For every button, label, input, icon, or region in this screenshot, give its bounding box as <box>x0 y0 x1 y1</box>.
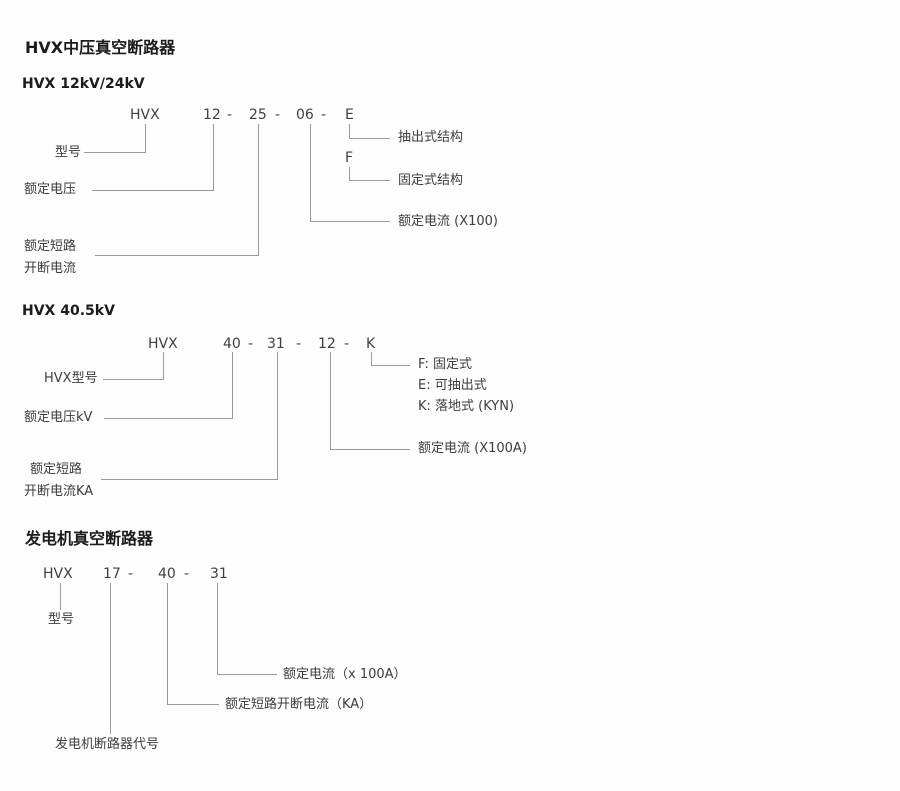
s2-leader-short-circuit-v <box>277 352 278 480</box>
s3-code-dash: - <box>128 566 134 582</box>
s2-option-floor-kyn: K: 落地式 (KYN) <box>418 399 515 414</box>
s3-leader-current-v <box>217 583 218 675</box>
s2-leader-voltage-v <box>232 352 233 419</box>
s3-leader-gen-v <box>110 583 111 734</box>
s3-code-current: 31 <box>210 566 228 582</box>
section-12-24kv-subtitle: HVX 12kV/24kV <box>22 76 145 92</box>
s1-leader-current-v <box>310 124 311 222</box>
s1-label-structure-e: 抽出式结构 <box>398 130 464 145</box>
s3-label-current: 额定电流（x 100A） <box>283 667 407 682</box>
s2-code-structure: K <box>366 336 376 352</box>
s2-leader-model-v <box>163 352 164 380</box>
s1-code-dash: - <box>275 107 281 123</box>
s2-code-short-circuit: 31 <box>267 336 285 352</box>
s1-code-model: HVX <box>130 107 160 123</box>
s1-leader-e-h <box>349 138 390 139</box>
section-generator-title: 发电机真空断路器 <box>25 529 154 548</box>
s1-code-short-circuit: 25 <box>249 107 267 123</box>
s3-leader-short-circuit-v <box>167 583 168 705</box>
s3-leader-short-circuit-h <box>167 704 219 705</box>
s2-label-voltage: 额定电压kV <box>24 410 93 425</box>
s2-code-voltage: 40 <box>223 336 241 352</box>
s2-leader-short-circuit-h <box>101 479 278 480</box>
s1-leader-f-v <box>349 167 350 181</box>
page-title: HVX中压真空断路器 <box>25 38 176 57</box>
s2-code-current: 12 <box>318 336 336 352</box>
s3-label-short-circuit: 额定短路开断电流（KA） <box>225 697 373 712</box>
s1-label-model: 型号 <box>55 145 82 160</box>
s2-code-dash: - <box>344 336 350 352</box>
s2-label-model: HVX型号 <box>44 371 98 386</box>
s3-code-model: HVX <box>43 566 73 582</box>
s1-leader-voltage-h <box>92 190 214 191</box>
s2-code-dash: - <box>296 336 302 352</box>
s1-leader-f-h <box>349 180 390 181</box>
s2-code-dash: - <box>248 336 254 352</box>
s3-label-model: 型号 <box>48 612 75 627</box>
s2-option-withdrawable: E: 可抽出式 <box>418 378 487 393</box>
s2-code-model: HVX <box>148 336 178 352</box>
s1-code-dash: - <box>321 107 327 123</box>
s1-code-structure-f: F <box>345 150 354 166</box>
s1-code-voltage: 12 <box>203 107 221 123</box>
s2-leader-current-h <box>330 449 410 450</box>
s2-label-current: 额定电流 (X100A) <box>418 441 527 456</box>
s1-code-structure: E <box>345 107 354 123</box>
s1-label-structure-f: 固定式结构 <box>398 173 464 188</box>
s1-leader-short-circuit-h <box>95 255 259 256</box>
s1-label-short-circuit-1: 额定短路 <box>24 239 77 254</box>
s1-leader-model-h <box>84 152 146 153</box>
s2-option-fixed: F: 固定式 <box>418 357 472 372</box>
s1-leader-short-circuit-v <box>258 124 259 256</box>
s2-leader-model-h <box>103 379 164 380</box>
s2-label-short-circuit-1: 额定短路 <box>30 462 83 477</box>
s2-leader-voltage-h <box>104 418 233 419</box>
s3-leader-model-v <box>60 583 61 610</box>
s1-label-voltage: 额定电压 <box>24 182 77 197</box>
s3-code-dash: - <box>184 566 190 582</box>
s1-label-current: 额定电流 (X100) <box>398 214 498 229</box>
s2-leader-k-v <box>371 352 372 366</box>
s3-leader-current-h <box>217 674 277 675</box>
s3-code-short-circuit: 40 <box>158 566 176 582</box>
s1-leader-voltage-v <box>213 124 214 191</box>
s1-code-current: 06 <box>296 107 314 123</box>
s2-leader-current-v <box>330 352 331 450</box>
s1-leader-e-v <box>349 124 350 139</box>
s1-label-short-circuit-2: 开断电流 <box>24 261 77 276</box>
s2-leader-k-h <box>371 365 410 366</box>
s3-label-gen-code: 发电机断路器代号 <box>55 737 160 752</box>
section-40-5kv-subtitle: HVX 40.5kV <box>22 303 115 319</box>
s1-code-dash: - <box>227 107 233 123</box>
s2-label-short-circuit-2: 开断电流KA <box>24 484 94 499</box>
s1-leader-current-h <box>310 221 390 222</box>
s1-leader-model-v <box>145 124 146 153</box>
s3-code-gen: 17 <box>103 566 121 582</box>
